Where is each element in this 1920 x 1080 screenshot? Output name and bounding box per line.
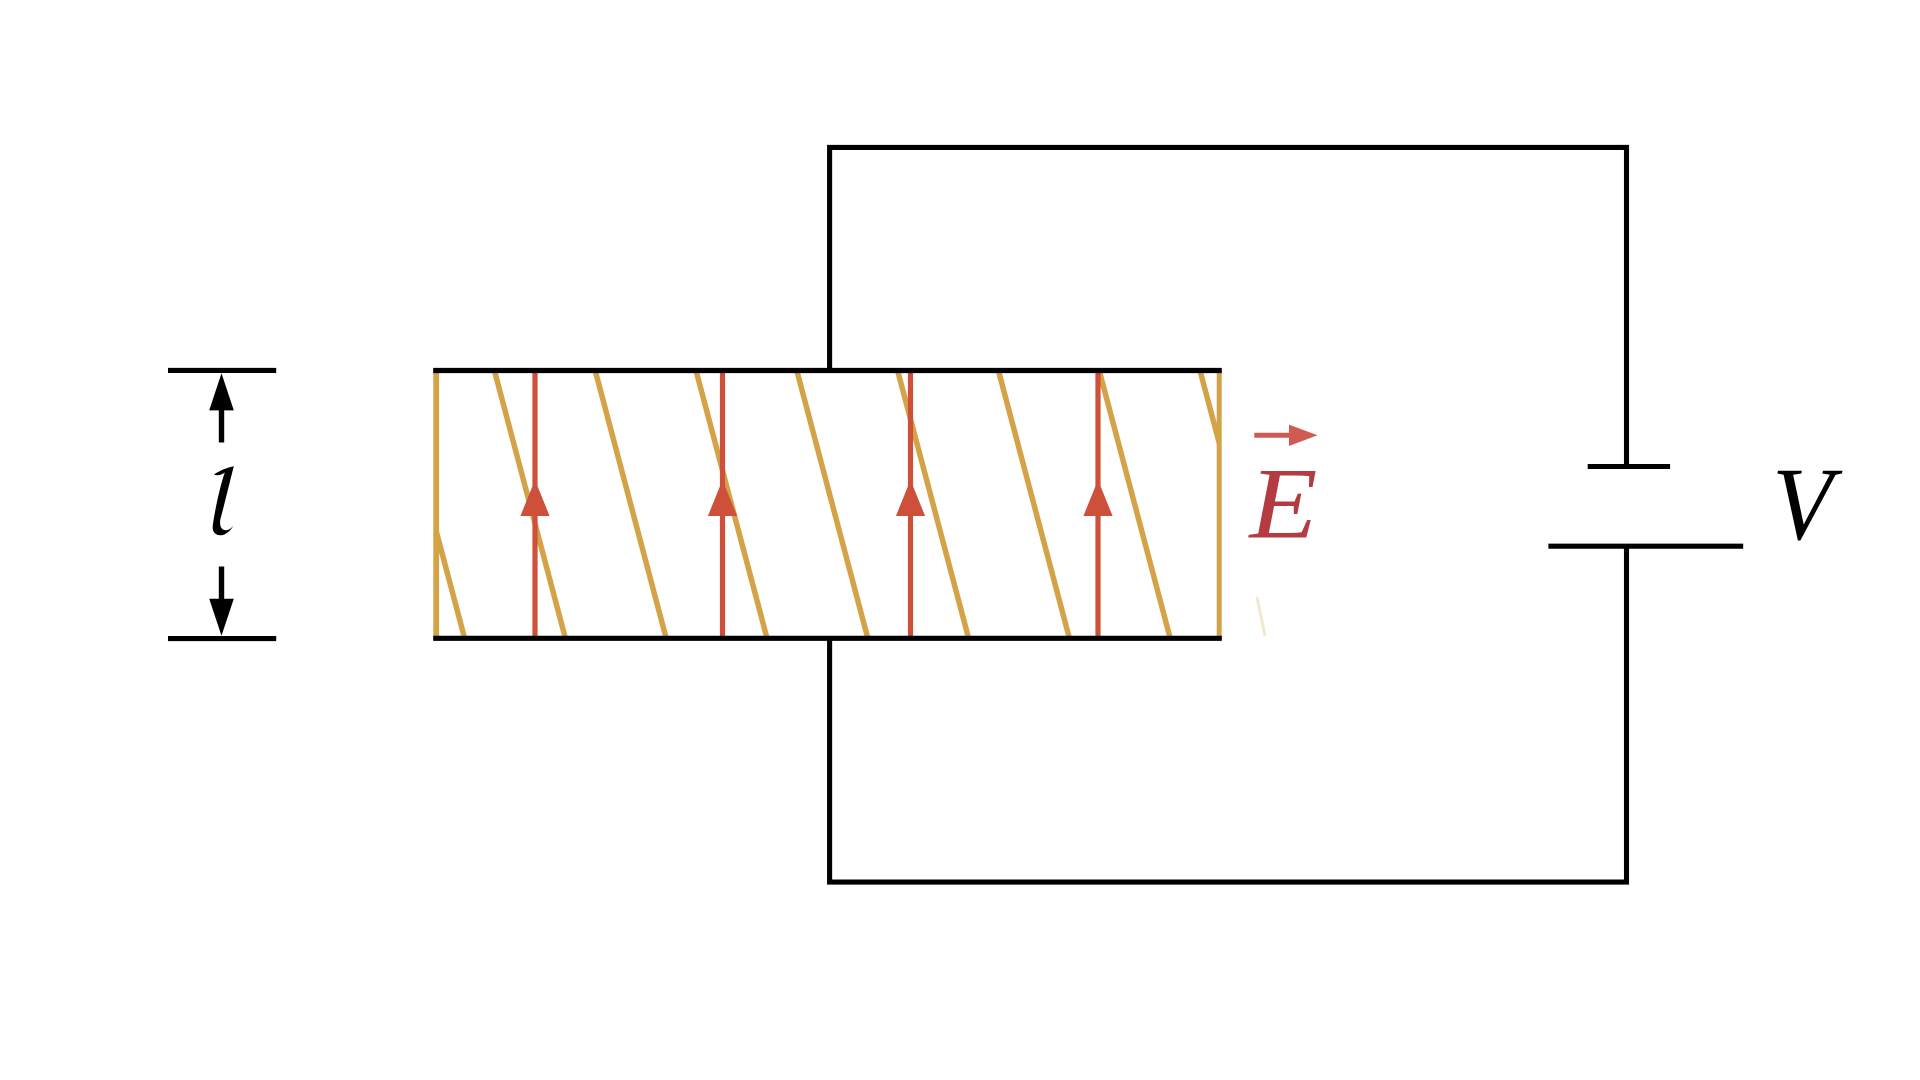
svg-text:E: E <box>1247 448 1317 561</box>
svg-text:V: V <box>1772 446 1842 562</box>
